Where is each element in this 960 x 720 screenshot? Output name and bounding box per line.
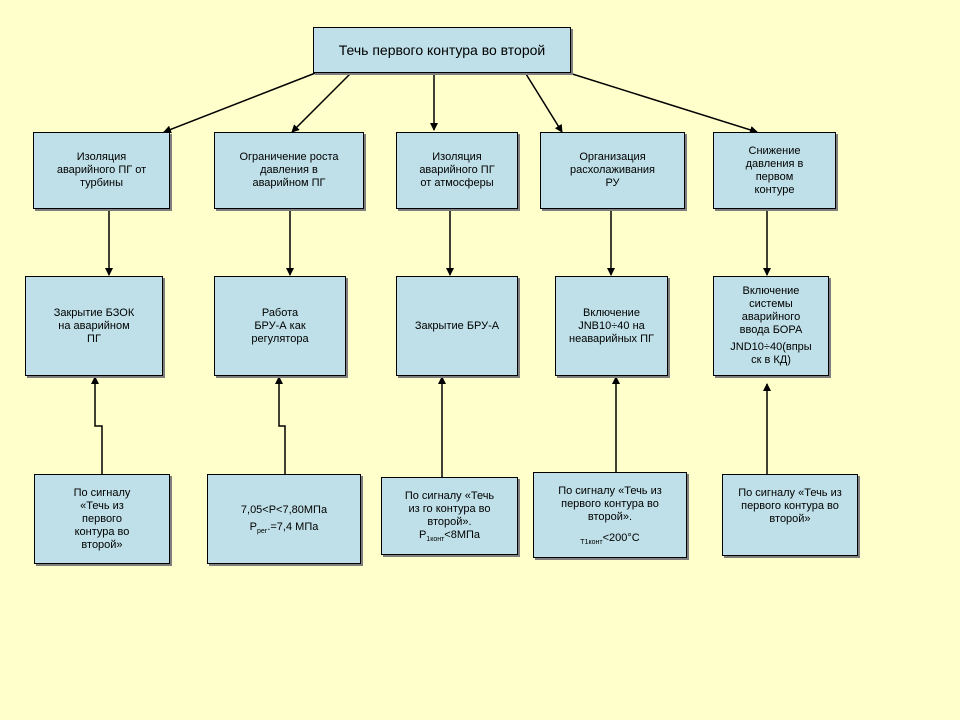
arrow-signal-1-to-action-1 bbox=[91, 376, 103, 474]
signal-box-2: 7,05<P<7,80МПа Pрег.=7,4 МПа bbox=[207, 474, 361, 564]
action-box-2: Работа БРУ-А как регулятора bbox=[214, 276, 346, 376]
action-label-1: Закрытие БЗОК на аварийном ПГ bbox=[53, 306, 135, 345]
action-box-5: Включение системы аварийного ввода БОРА … bbox=[713, 276, 829, 376]
signal-box-1: По сигналу «Течь из первого контура во в… bbox=[34, 474, 170, 564]
signal-box-4: По сигналу «Течь из первого контура во в… bbox=[533, 472, 687, 558]
signal-label-5: По сигналу «Течь из первого контура во в… bbox=[738, 487, 842, 525]
action-label-5: Включение системы аварийного ввода БОРА bbox=[739, 285, 803, 336]
arrow-top-to-goal-1 bbox=[163, 71, 319, 134]
goal-label-1: Изоляция аварийного ПГ от турбины bbox=[56, 151, 147, 189]
goal-box-5: Снижение давления в первом контуре bbox=[713, 132, 836, 209]
goal-label-5: Снижение давления в первом контуре bbox=[745, 144, 804, 196]
action-box-4: Включение JNB10÷40 на неаварийных ПГ bbox=[555, 276, 668, 376]
goal-box-3: Изоляция аварийного ПГ от атмосферы bbox=[396, 132, 518, 209]
signal-4-condition: T1конт<200°С bbox=[580, 532, 640, 547]
signal-label-1: По сигналу «Течь из первого контура во в… bbox=[73, 486, 131, 551]
goal-box-1: Изоляция аварийного ПГ от турбины bbox=[33, 132, 170, 209]
signal-3-condition: P1конт<8МПа bbox=[418, 529, 481, 544]
arrow-top-to-goal-5 bbox=[565, 71, 758, 134]
action-box-1: Закрытие БЗОК на аварийном ПГ bbox=[25, 276, 163, 376]
action-box-3: Закрытие БРУ-А bbox=[396, 276, 518, 376]
signal-box-3: По сигналу «Течь из го контура во второй… bbox=[381, 477, 518, 555]
diagram-title: Течь первого контура во второй bbox=[338, 42, 546, 58]
signal-box-5: По сигналу «Течь из первого контура во в… bbox=[722, 474, 858, 556]
goal-label-2: Ограничение роста давления в аварийном П… bbox=[239, 151, 339, 189]
signal-label-4: По сигналу «Течь из первого контура во в… bbox=[558, 485, 662, 523]
arrow-top-to-goal-2 bbox=[291, 73, 351, 133]
goal-box-2: Ограничение роста давления в аварийном П… bbox=[214, 132, 364, 209]
goal-label-4: Организация расхолаживания РУ bbox=[569, 151, 656, 189]
action-label-3: Закрытие БРУ-А bbox=[414, 319, 500, 332]
signal-label-3: По сигналу «Течь из го контура во второй… bbox=[404, 490, 495, 528]
action-label-2: Работа БРУ-А как регулятора bbox=[251, 306, 309, 345]
signal-2-setpoint: Pрег.=7,4 МПа bbox=[249, 521, 319, 536]
signal-2-pressure-range: 7,05<P<7,80МПа bbox=[240, 504, 328, 516]
arrow-top-to-goal-4 bbox=[525, 73, 563, 133]
action-label-5-extra: JND10÷40(впры ск в КД) bbox=[730, 341, 812, 366]
diagram-title-box: Течь первого контура во второй bbox=[313, 27, 571, 73]
goal-box-4: Организация расхолаживания РУ bbox=[540, 132, 685, 209]
action-label-4: Включение JNB10÷40 на неаварийных ПГ bbox=[569, 306, 654, 345]
goal-label-3: Изоляция аварийного ПГ от атмосферы bbox=[419, 151, 495, 189]
arrow-signal-2-to-action-2 bbox=[275, 376, 286, 474]
